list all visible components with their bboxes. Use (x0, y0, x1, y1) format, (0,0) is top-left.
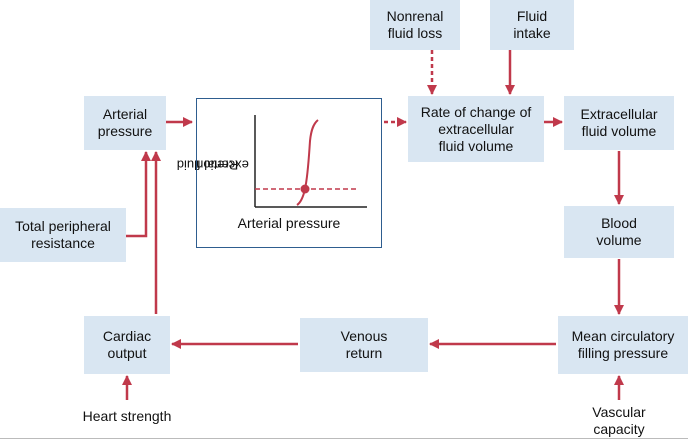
node-label-line: intake (513, 25, 551, 41)
node-label-line: Cardiac (102, 328, 152, 344)
input-label-line: Vascular (592, 404, 646, 420)
node-label-line: return (345, 345, 383, 361)
renal-function-plot (254, 115, 367, 208)
node-label-line: fluid volume (581, 123, 657, 139)
node-label-line: Nonrenal (386, 8, 444, 24)
node-label-line: fluid loss (387, 25, 443, 41)
node-label-line: fluid volume (438, 137, 514, 154)
arrow-tpr-to-arterial (126, 151, 151, 238)
node-label-line: resistance (31, 235, 95, 251)
bottom-divider (0, 438, 688, 439)
input-heart-strength: Heart strength (82, 408, 172, 424)
node-label-line: Mean circulatory (571, 328, 675, 344)
input-label-line: capacity (593, 421, 645, 437)
graph-xlabel: Arterial pressure (237, 215, 341, 231)
node-label-line: filling pressure (577, 345, 669, 361)
node-label-line: Fluid (516, 8, 548, 24)
graph-output-curve (296, 119, 319, 206)
node-label-line: Blood (601, 215, 637, 231)
graph-equilibrium-point (300, 184, 310, 194)
node-label-line: extracellular (438, 120, 514, 137)
node-label-line: volume (596, 232, 642, 248)
node-label-line: output (107, 345, 147, 361)
node-label-line: Venous (340, 328, 388, 344)
node-label-line: Rate of change of (420, 103, 532, 120)
node-label-line: pressure (97, 123, 153, 139)
node-label-line: Extracellular (580, 106, 658, 122)
node-label-line: Arterial (102, 106, 148, 122)
node-label-line: Total peripheral (15, 218, 111, 234)
graph-ylabel-line: excretion (196, 157, 249, 173)
